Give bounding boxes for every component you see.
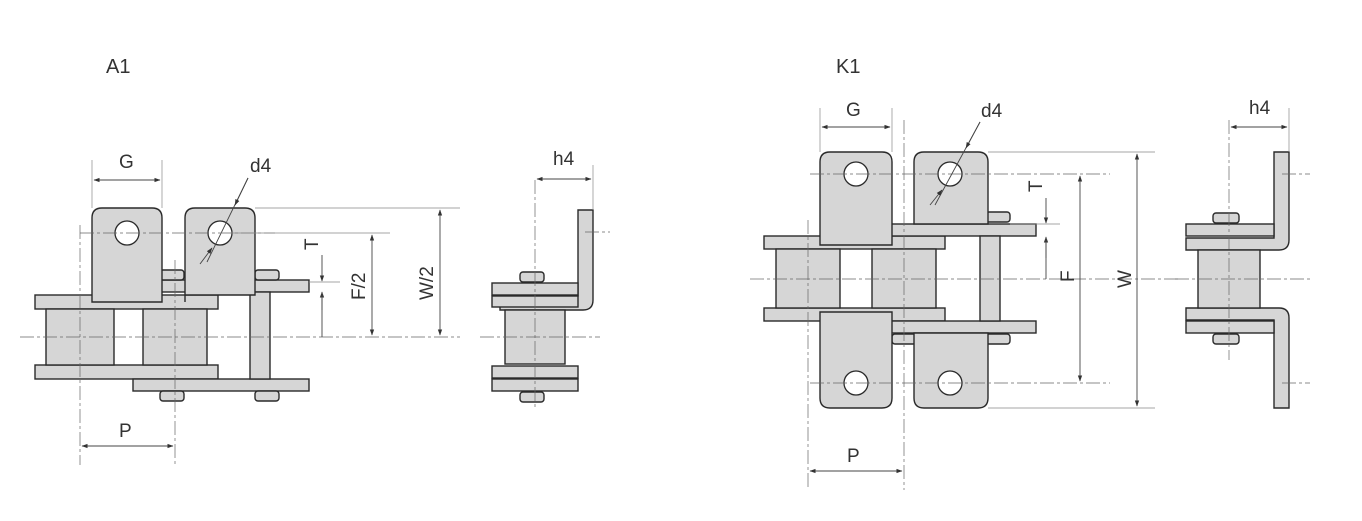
k1-label-d4: d4	[981, 101, 1003, 122]
a1-title: A1	[106, 56, 130, 78]
a1-attachment-tab-left	[91, 207, 163, 303]
a1-label-t: T	[302, 238, 323, 250]
k1-label-f: F	[1058, 270, 1079, 282]
a1-label-w2: W/2	[417, 266, 438, 300]
a1-outer-plate-bottom	[132, 378, 310, 392]
k1-title: K1	[836, 56, 860, 78]
a1-label-d4: d4	[250, 156, 272, 177]
a1-front-view: A1 G d4	[20, 56, 460, 465]
k1-attachment-tab-top-right	[913, 151, 989, 225]
a1-label-h4: h4	[553, 149, 575, 170]
a1-label-p: P	[119, 421, 132, 442]
a1-pin-bottom-a	[159, 390, 185, 402]
a1-bottom-link-plate	[34, 364, 219, 380]
k1-side-bracket-bottom	[1185, 307, 1290, 409]
k1-outer-plate-top	[889, 223, 1037, 237]
k1-front-view: K1 G d4	[750, 56, 1180, 490]
a1-pin-top-a	[159, 269, 185, 281]
k1-label-h4: h4	[1249, 98, 1271, 119]
a1-pin-bottom-b	[254, 390, 280, 402]
k1-label-g: G	[846, 100, 861, 121]
k1-side-view: h4	[1175, 98, 1310, 409]
a1-side-view: h4	[480, 149, 610, 410]
a1-label-f2: F/2	[349, 273, 370, 300]
a1-pin-top-b	[254, 269, 280, 281]
k1-attachment-tab-top-left	[819, 151, 893, 246]
k1-label-w: W	[1115, 270, 1136, 288]
k1-outer-plate-bottom	[889, 320, 1037, 334]
k1-label-t: T	[1026, 180, 1047, 192]
k1-label-p: P	[847, 446, 860, 467]
a1-attachment-tab-right	[184, 207, 256, 302]
k1-bush-right	[979, 235, 1001, 322]
a1-label-g: G	[119, 152, 134, 173]
k1-attachment-tab-bottom-left	[819, 311, 893, 409]
a1-bush-right	[249, 291, 271, 380]
